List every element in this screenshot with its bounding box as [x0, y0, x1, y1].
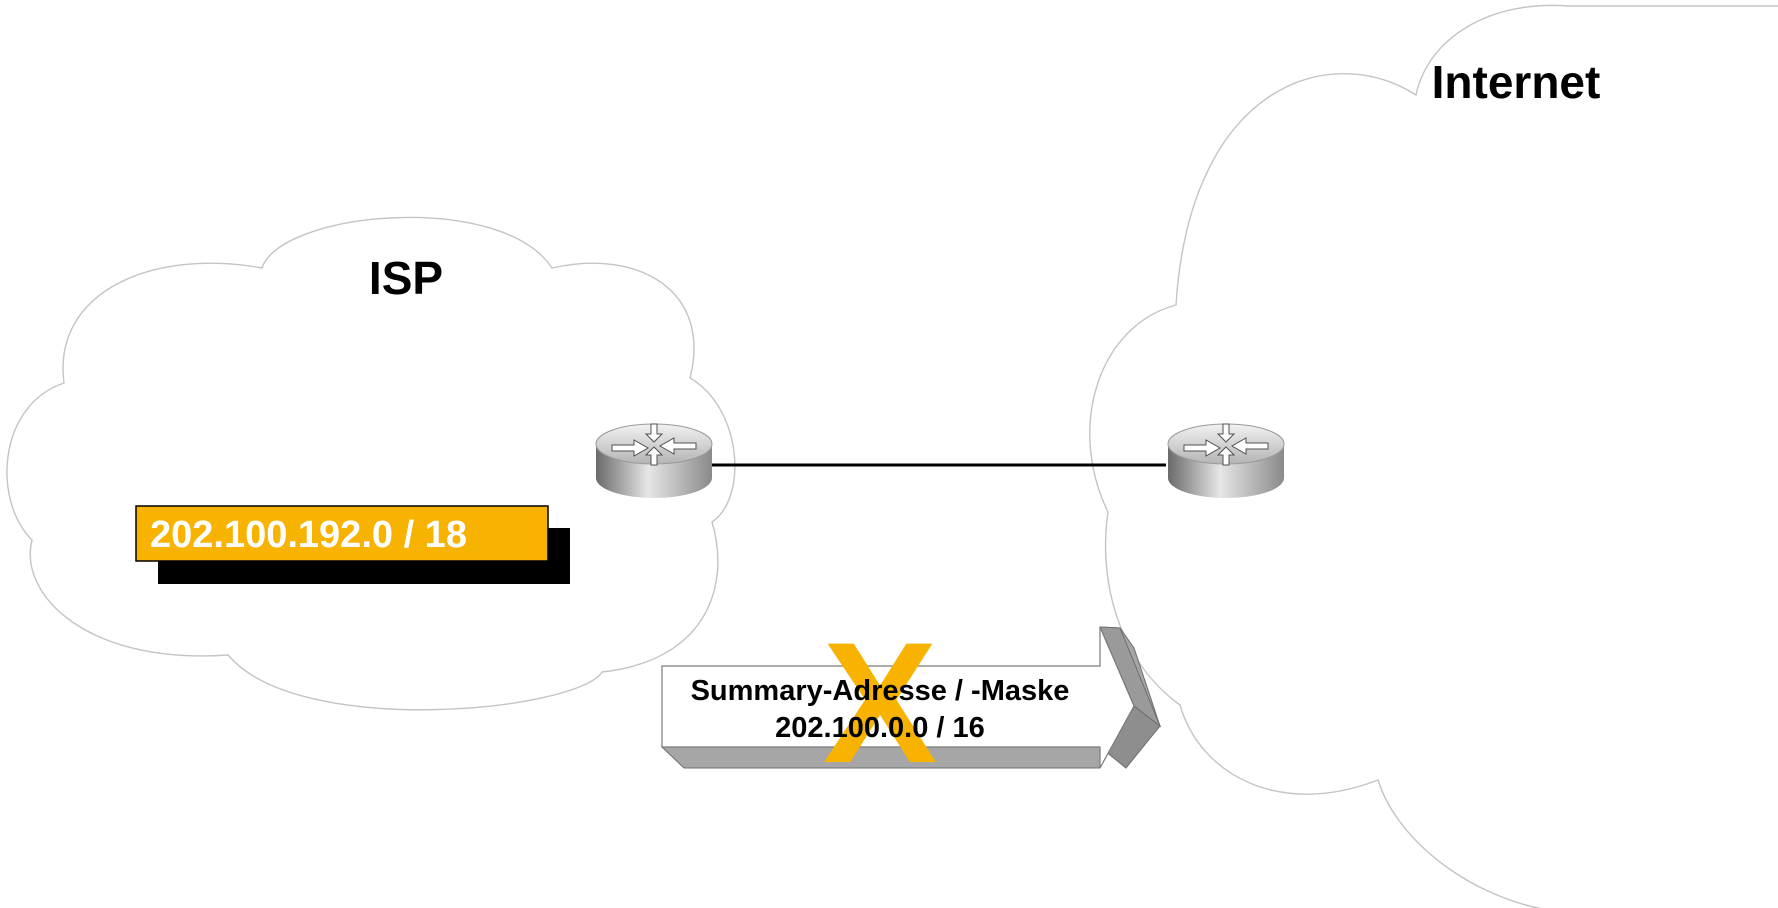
internet-cloud-label: Internet	[1432, 56, 1601, 108]
isp-prefix-label: 202.100.192.0 / 18	[135, 505, 570, 584]
isp-prefix-text: 202.100.192.0 / 18	[150, 514, 467, 556]
isp-router-icon	[595, 423, 713, 498]
internet-router-icon	[1167, 423, 1285, 498]
isp-cloud: ISP	[6, 216, 736, 711]
isp-prefix-box	[135, 505, 549, 562]
summary-arrow	[660, 626, 1162, 769]
blocked-x-icon: X	[823, 607, 938, 799]
summary-arrow-title: Summary-Adresse / -Maske	[691, 675, 1070, 707]
internet-cloud: Internet	[1089, 4, 1778, 908]
isp-cloud-label: ISP	[369, 252, 443, 304]
summary-arrow-prefix: 202.100.0.0 / 16	[775, 712, 985, 744]
